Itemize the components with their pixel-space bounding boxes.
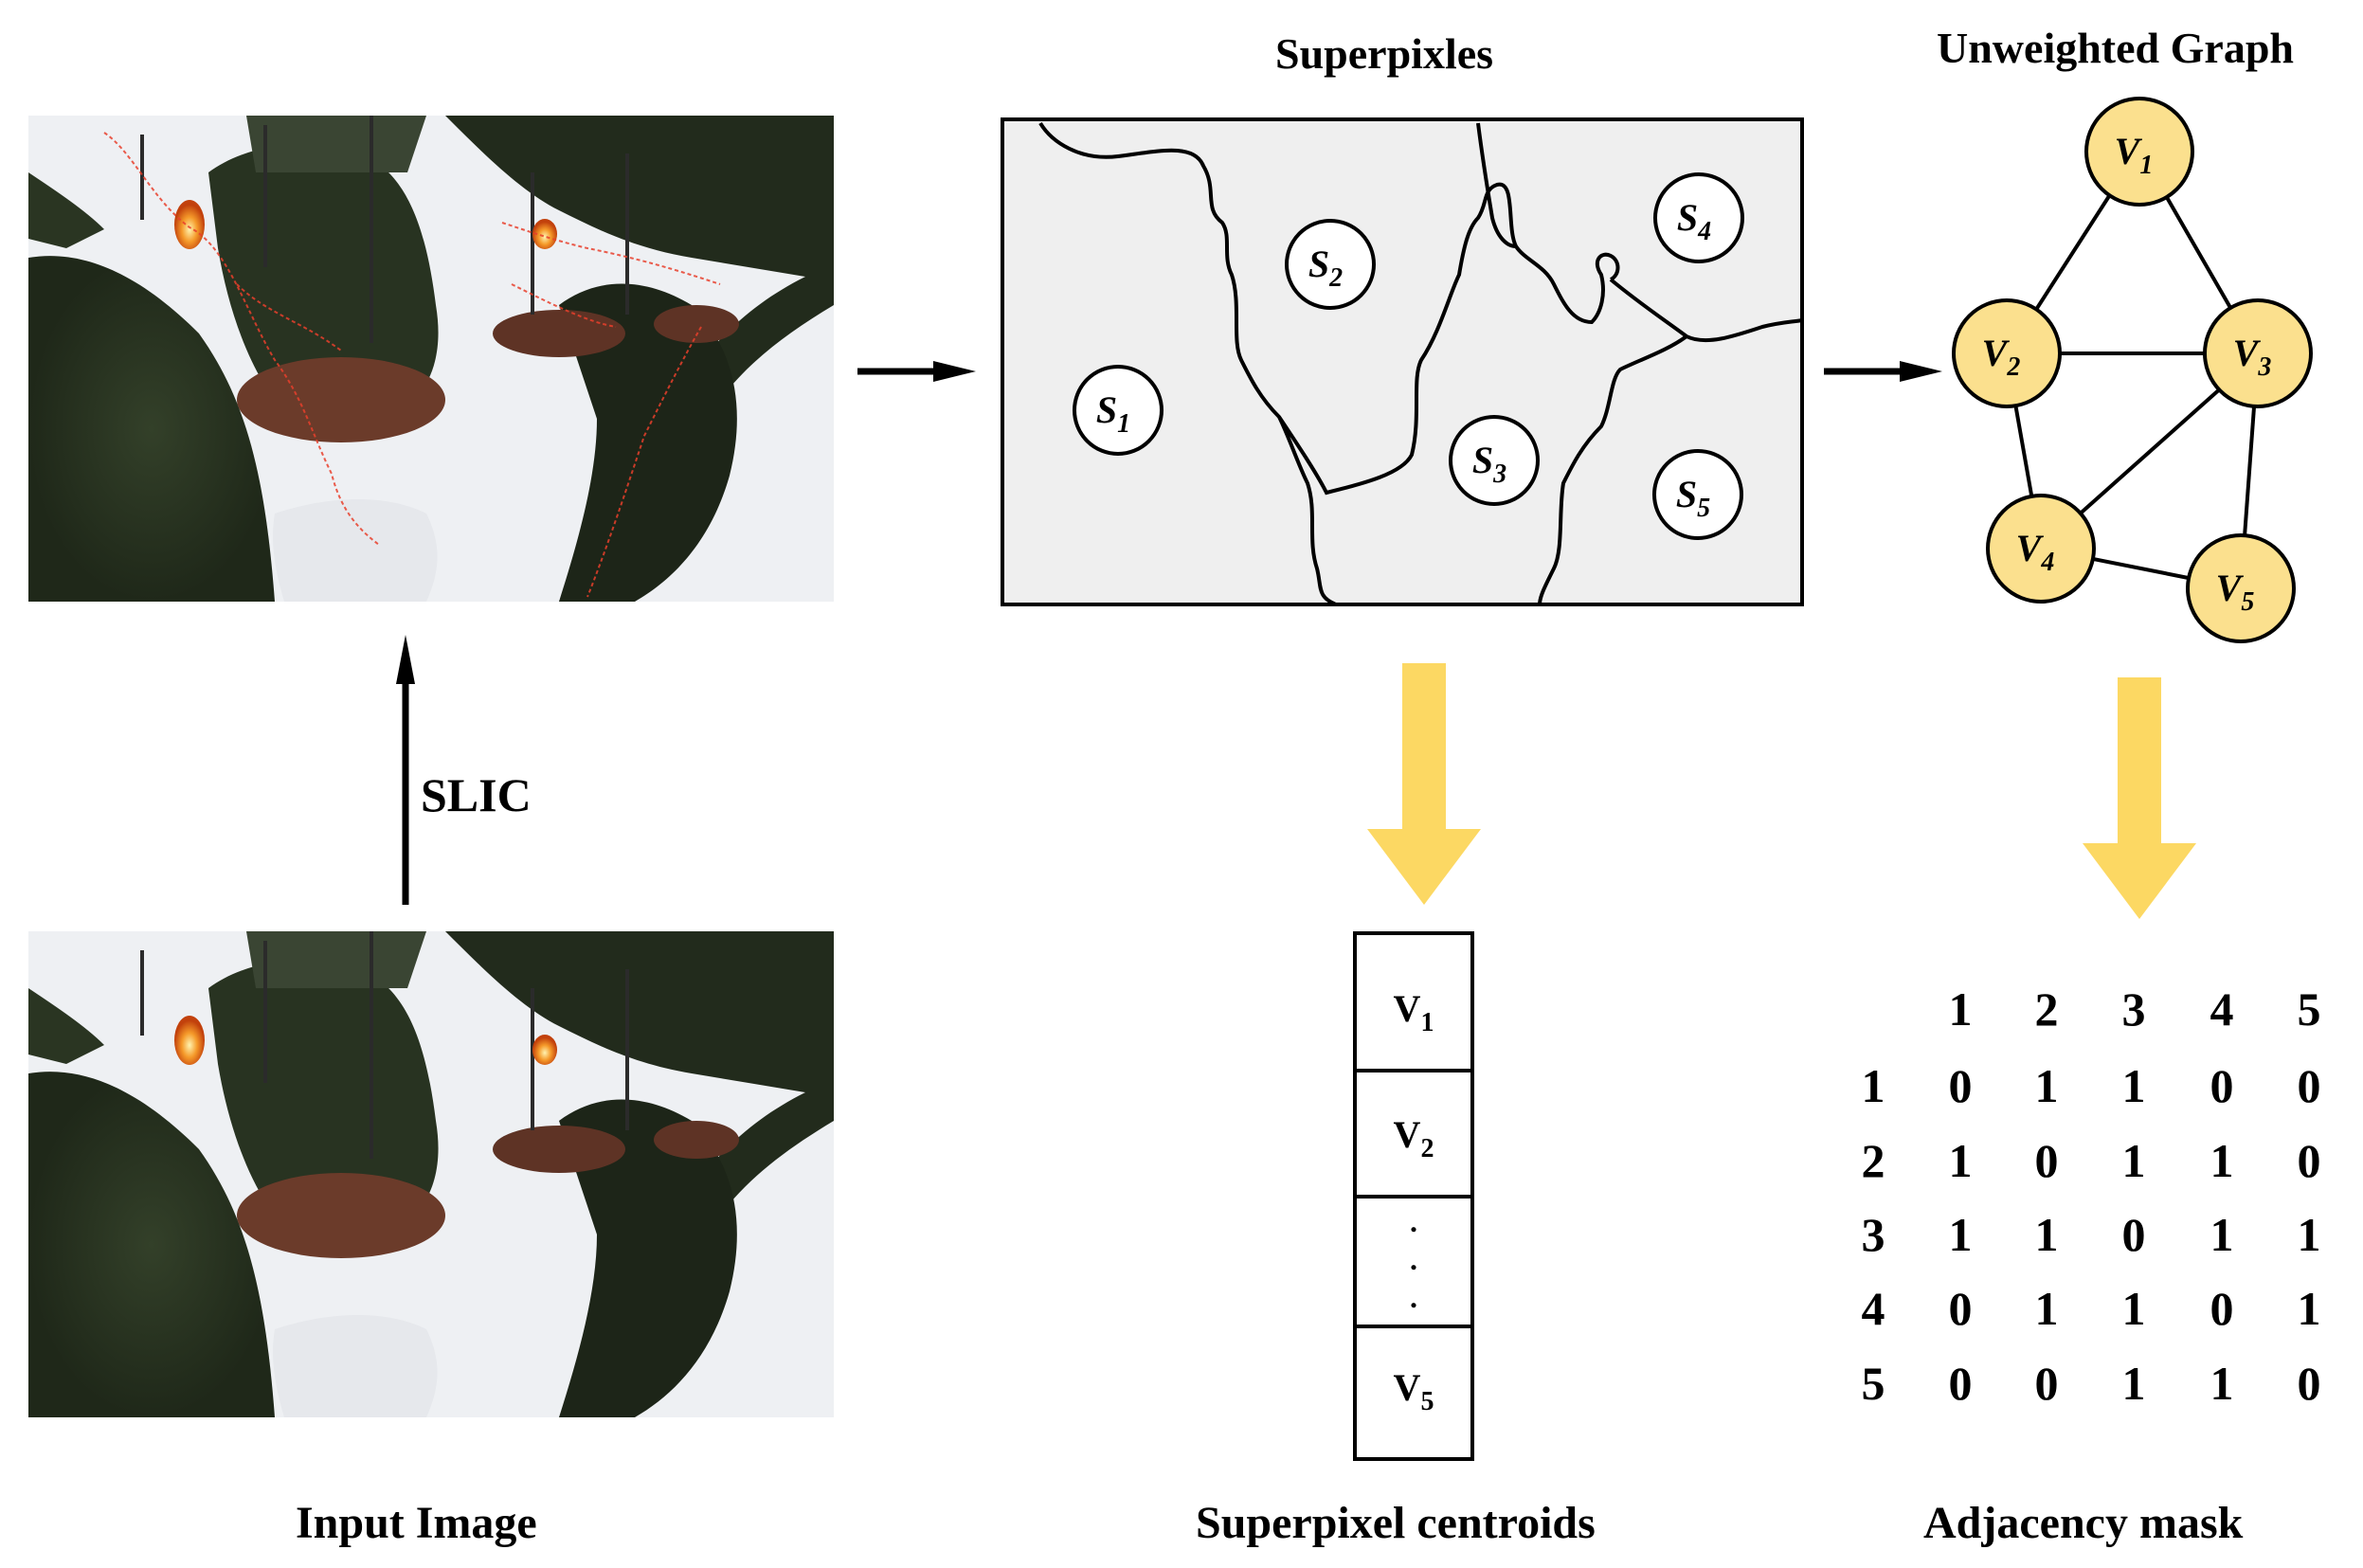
matrix-cell: 0 <box>2298 1059 2321 1112</box>
matrix-col-header: 3 <box>2122 982 2146 1036</box>
matrix-cell: 0 <box>1949 1282 1973 1335</box>
centroid-v2: V2 <box>1394 1113 1434 1163</box>
arrow-to-centroids <box>1367 663 1481 905</box>
matrix-cell: 0 <box>2035 1134 2059 1187</box>
matrix-cell: 1 <box>2122 1134 2146 1187</box>
matrix-row-header: 2 <box>1862 1134 1885 1187</box>
centroid-ellipsis: . . . <box>1410 1204 1417 1314</box>
matrix-cell: 1 <box>2122 1059 2146 1112</box>
matrix-cell: 0 <box>1949 1059 1973 1112</box>
superpixel-s2-label: S2 <box>1308 243 1343 293</box>
matrix-cell: 0 <box>2122 1208 2146 1261</box>
matrix-cell: 0 <box>2035 1357 2059 1410</box>
superpixel-s4: S4 <box>1653 172 1744 263</box>
superpixel-s3-label: S3 <box>1472 439 1506 489</box>
matrix-col-header: 4 <box>2210 982 2234 1036</box>
superpixels-title: Superpixles <box>1275 29 1494 78</box>
centroid-v1: V1 <box>1394 987 1434 1037</box>
centroids-caption: Superpixel centroids <box>1196 1498 1596 1548</box>
superpixel-nodes: S1 S2 S3 S4 S5 <box>1073 172 1744 540</box>
matrix-cell: 1 <box>2122 1282 2146 1335</box>
matrix-col-header: 1 <box>1949 982 1973 1036</box>
slic-label: SLIC <box>421 768 532 821</box>
matrix-cell: 0 <box>2210 1282 2234 1335</box>
graph-node-v3-label: V3 <box>2233 332 2272 382</box>
graph-node-v2-label: V2 <box>1982 332 2021 382</box>
matrix-col-header: 2 <box>2035 982 2059 1036</box>
svg-text:.: . <box>1410 1242 1417 1276</box>
superpixel-s3: S3 <box>1449 415 1540 506</box>
arrow-to-graph <box>1824 361 1942 382</box>
graph-node-v1-label: V1 <box>2115 130 2154 180</box>
matrix-cell: 1 <box>2035 1282 2059 1335</box>
matrix-cell: 1 <box>2035 1208 2059 1261</box>
svg-text:.: . <box>1410 1204 1417 1238</box>
superpixel-s5-label: S5 <box>1676 473 1710 523</box>
superpixel-s4-label: S4 <box>1677 196 1711 246</box>
superpixel-s1-label: S1 <box>1096 388 1130 439</box>
matrix-cell: 1 <box>2210 1134 2234 1187</box>
graph-node-v2: V2 <box>1952 298 2062 408</box>
matrix-cell: 0 <box>1949 1357 1973 1410</box>
graph-title: Unweighted Graph <box>1937 24 2294 72</box>
matrix-cell: 1 <box>2035 1059 2059 1112</box>
graph-node-v1: V1 <box>2084 97 2194 207</box>
adjacency-matrix: 1 2 3 4 5 1 2 3 4 5 0 1 1 0 0 1 0 1 1 0 1 1 0 1 1 0 1 1 0 1 0 0 1 1 0 <box>1862 982 2321 1410</box>
arrow-to-superpixels <box>857 361 976 382</box>
graph-node-v4: V4 <box>1986 494 2096 604</box>
input-image-caption: Input Image <box>296 1498 537 1548</box>
graph-node-v5-label: V5 <box>2216 567 2255 617</box>
matrix-cell: 1 <box>2210 1208 2234 1261</box>
superpixel-s1: S1 <box>1073 365 1163 456</box>
matrix-row-header: 4 <box>1862 1282 1885 1335</box>
matrix-row-header: 1 <box>1862 1059 1885 1112</box>
graph-node-v4-label: V4 <box>2016 527 2055 577</box>
superpixel-boundaries <box>1038 121 1803 606</box>
superpixel-s2: S2 <box>1285 219 1376 310</box>
matrix-row-header: 3 <box>1862 1208 1885 1261</box>
arrow-to-adjacency <box>2083 677 2196 919</box>
matrix-col-header: 5 <box>2298 982 2321 1036</box>
matrix-cell: 1 <box>1949 1134 1973 1187</box>
centroid-v5: V5 <box>1394 1366 1434 1416</box>
adjacency-caption: Adjacency mask <box>1923 1498 2244 1548</box>
matrix-cell: 1 <box>2210 1357 2234 1410</box>
matrix-cell: 1 <box>2122 1357 2146 1410</box>
matrix-cell: 0 <box>2210 1059 2234 1112</box>
matrix-cell: 1 <box>2298 1208 2321 1261</box>
segmented-image <box>28 116 834 602</box>
svg-text:.: . <box>1410 1280 1417 1314</box>
matrix-cell: 1 <box>2298 1282 2321 1335</box>
matrix-cell: 0 <box>2298 1134 2321 1187</box>
slic-arrow <box>396 635 415 905</box>
superpixel-s5: S5 <box>1652 449 1743 540</box>
graph-node-v3: V3 <box>2203 298 2313 408</box>
graph-nodes: V1 V2 V3 V4 V5 <box>1952 97 2313 643</box>
input-image <box>28 931 834 1417</box>
graph-node-v5: V5 <box>2186 533 2296 643</box>
centroid-vector: V1 V2 . . . V5 <box>1353 931 1474 1461</box>
matrix-row-header: 5 <box>1862 1357 1885 1410</box>
matrix-cell: 0 <box>2298 1357 2321 1410</box>
slic-boundary-overlay <box>103 132 721 598</box>
matrix-cell: 1 <box>1949 1208 1973 1261</box>
